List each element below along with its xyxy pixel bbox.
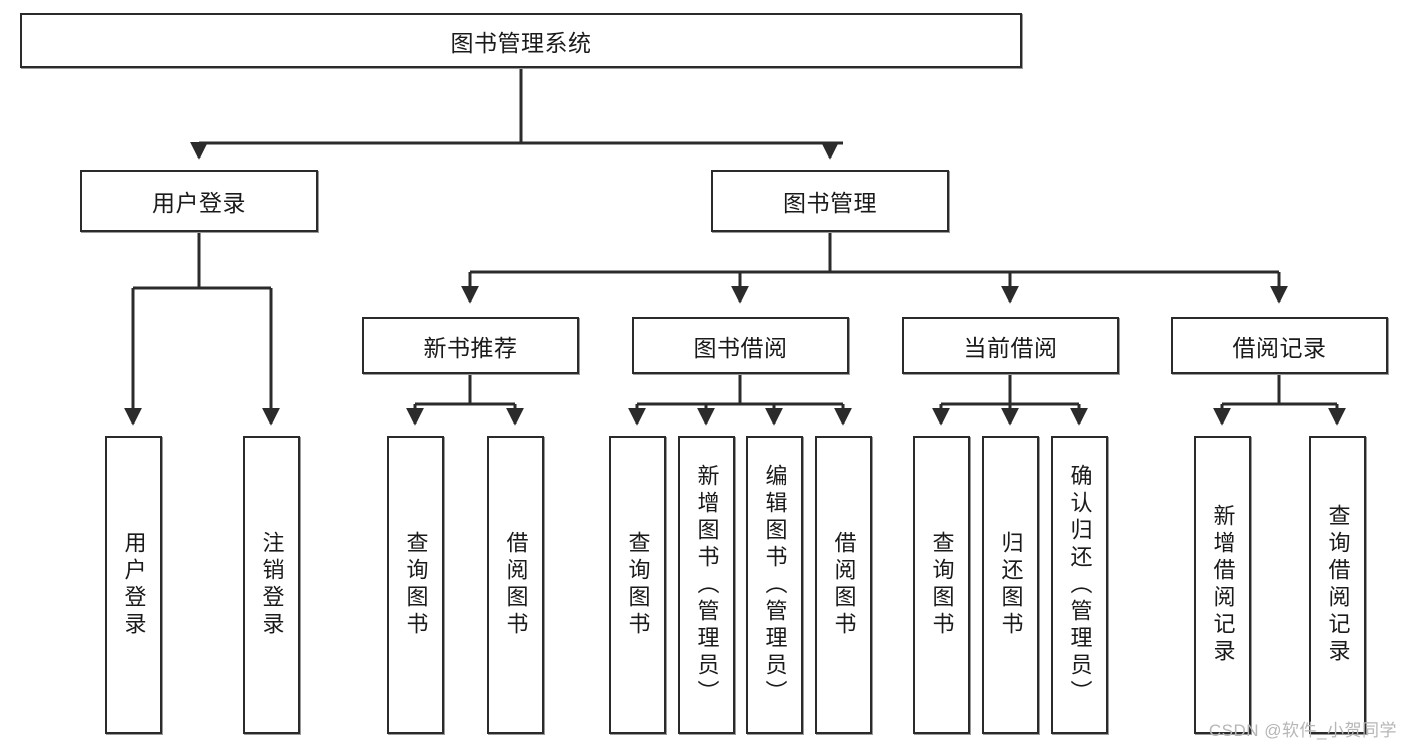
leaf-add-borrow-record[interactable]: 新增借阅记录 xyxy=(1194,436,1251,734)
leaf-add-book-admin[interactable]: 新增图书（管理员） xyxy=(678,436,735,734)
node-label: 查询图书 xyxy=(403,531,429,639)
leaf-borrow-book-recommend[interactable]: 借阅图书 xyxy=(487,436,544,734)
leaf-edit-book-admin[interactable]: 编辑图书（管理员） xyxy=(746,436,803,734)
node-label: 归还图书 xyxy=(998,531,1024,639)
node-borrow-record[interactable]: 借阅记录 xyxy=(1171,317,1388,374)
node-label: 图书管理系统 xyxy=(450,29,592,56)
node-root[interactable]: 图书管理系统 xyxy=(20,13,1022,68)
node-label: 借阅图书 xyxy=(831,531,857,639)
node-label: 新增借阅记录 xyxy=(1210,504,1236,666)
node-label: 用户登录 xyxy=(152,190,246,216)
node-label: 借阅记录 xyxy=(1232,334,1327,361)
node-user-login[interactable]: 用户登录 xyxy=(80,170,318,232)
node-book-management[interactable]: 图书管理 xyxy=(711,170,949,232)
leaf-query-book-current[interactable]: 查询图书 xyxy=(913,436,970,734)
node-label: 用户登录 xyxy=(121,531,147,639)
node-label: 确认归还（管理员） xyxy=(1067,463,1093,707)
leaf-confirm-return-admin[interactable]: 确认归还（管理员） xyxy=(1051,436,1108,734)
node-label: 图书管理 xyxy=(783,190,877,216)
node-label: 图书借阅 xyxy=(693,334,788,361)
leaf-borrow-book[interactable]: 借阅图书 xyxy=(815,436,872,734)
node-label: 借阅图书 xyxy=(503,531,529,639)
node-label: 查询图书 xyxy=(929,531,955,639)
node-label: 查询图书 xyxy=(625,531,651,639)
leaf-logout[interactable]: 注销登录 xyxy=(243,436,300,734)
leaf-query-book-borrow[interactable]: 查询图书 xyxy=(609,436,666,734)
leaf-query-book-recommend[interactable]: 查询图书 xyxy=(387,436,444,734)
leaf-return-book[interactable]: 归还图书 xyxy=(982,436,1039,734)
node-label: 编辑图书（管理员） xyxy=(762,463,788,707)
node-label: 当前借阅 xyxy=(963,334,1058,361)
node-label: 查询借阅记录 xyxy=(1325,504,1351,666)
node-new-book-recommend[interactable]: 新书推荐 xyxy=(362,317,579,374)
leaf-query-borrow-record[interactable]: 查询借阅记录 xyxy=(1309,436,1366,734)
node-current-borrow[interactable]: 当前借阅 xyxy=(902,317,1119,374)
node-label: 注销登录 xyxy=(259,531,285,639)
leaf-user-login[interactable]: 用户登录 xyxy=(105,436,162,734)
node-book-borrow[interactable]: 图书借阅 xyxy=(632,317,849,374)
node-label: 新书推荐 xyxy=(423,334,518,361)
node-label: 新增图书（管理员） xyxy=(694,463,720,707)
